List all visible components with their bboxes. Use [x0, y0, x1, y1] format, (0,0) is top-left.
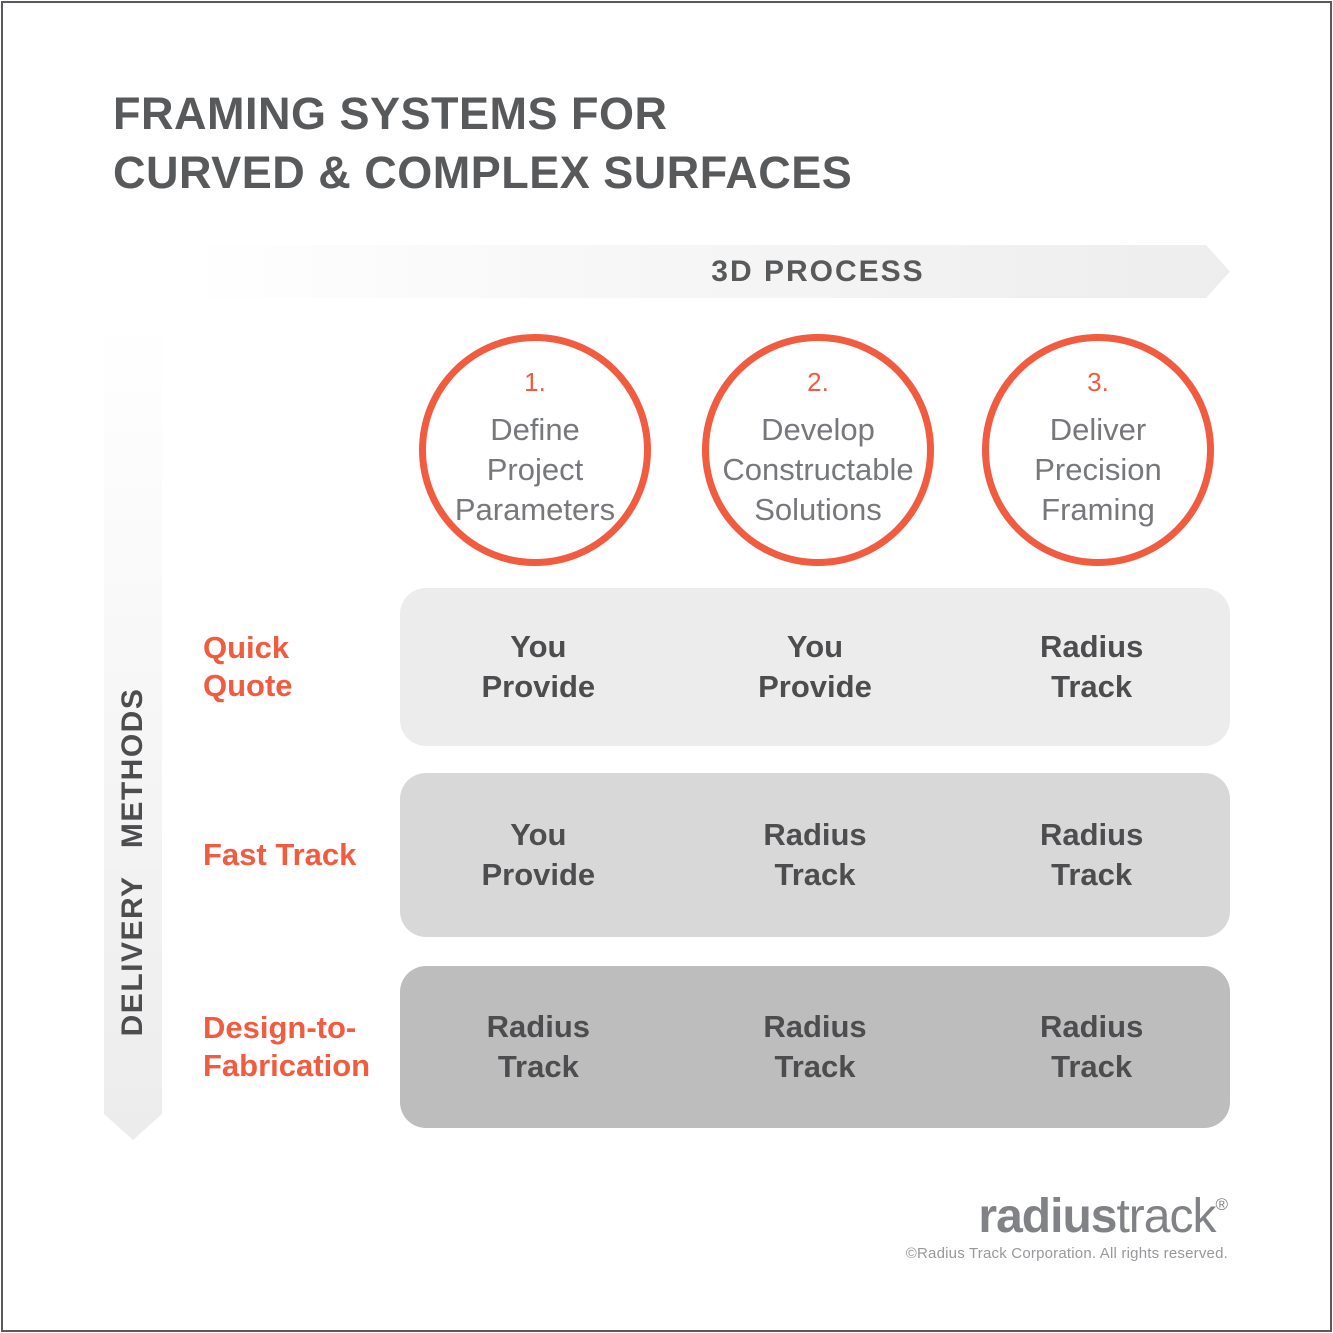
delivery-methods-arrow — [104, 318, 162, 1140]
matrix-cell: You Provide — [481, 629, 596, 704]
matrix-cell: Radius Track — [486, 1009, 590, 1084]
row-label-fast-track: Fast Track — [203, 837, 357, 872]
step-circle-deliver-framing: 3. Deliver Precision Framing — [982, 334, 1214, 566]
logo-word-track: track — [1116, 1190, 1216, 1243]
step-number: 3. — [1087, 367, 1109, 397]
matrix-cell: Radius Track — [1039, 817, 1144, 892]
step-circle-develop-solutions: 2. Develop Constructable Solutions — [702, 334, 934, 566]
step-circle-define-project: 1. Define Project Parameters — [419, 334, 651, 566]
process-arrow-label: 3D PROCESS — [711, 254, 925, 288]
step-label: Define Project Parameters — [454, 412, 616, 527]
row-band-design-to-fabrication: Radius Track Radius Track Radius Track — [400, 966, 1230, 1128]
row-label-quick-quote: Quick Quote — [203, 630, 293, 703]
process-arrow: 3D PROCESS — [183, 245, 1230, 298]
step-number: 2. — [807, 367, 829, 397]
matrix-cell: Radius Track — [1039, 1009, 1144, 1084]
row-band-fast-track: You Provide Radius Track Radius Track — [400, 773, 1230, 937]
radiustrack-logo: radiustrack® — [906, 1180, 1228, 1242]
row-label-design-to-fabrication: Design-to- Fabrication — [203, 1010, 371, 1083]
matrix-cell: Radius Track — [1039, 629, 1144, 704]
step-label: Deliver Precision Framing — [1034, 412, 1162, 527]
step-number: 1. — [524, 367, 546, 397]
registered-trademark-symbol: ® — [1215, 1195, 1228, 1214]
delivery-methods-label: DELIVERY METHODS — [116, 687, 149, 1037]
logo-word-radius: radius — [978, 1190, 1117, 1243]
footer: radiustrack® ©Radius Track Corporation. … — [905, 1180, 1228, 1263]
matrix-cell: Radius Track — [763, 817, 867, 892]
row-band-quick-quote: You Provide You Provide Radius Track — [400, 588, 1230, 746]
matrix-cell: Radius Track — [763, 1009, 867, 1084]
matrix-cell: You Provide — [481, 817, 596, 892]
step-label: Develop Constructable Solutions — [722, 412, 914, 527]
copyright-text: ©Radius Track Corporation. All rights re… — [905, 1245, 1228, 1262]
page-title: FRAMING SYSTEMS FOR CURVED & COMPLEX SUR… — [113, 88, 853, 198]
matrix-cell: You Provide — [758, 629, 872, 704]
